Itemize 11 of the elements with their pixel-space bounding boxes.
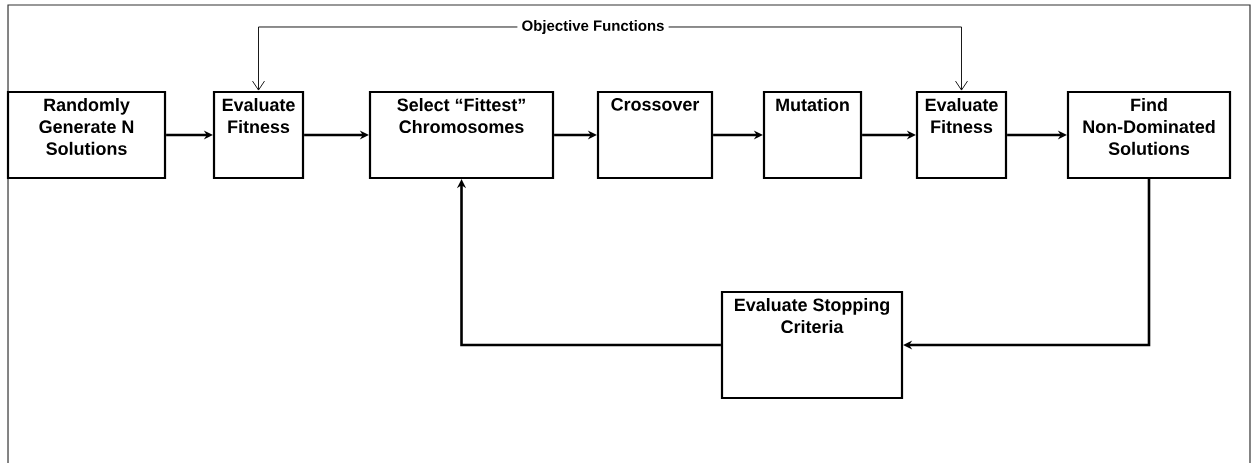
process-box: Evaluate Fitness xyxy=(915,90,1008,180)
process-box: Evaluate Fitness xyxy=(212,90,305,180)
process-box: Find Non-Dominated Solutions xyxy=(1066,90,1232,180)
process-box: Randomly Generate N Solutions xyxy=(6,90,167,180)
process-box: Evaluate Stopping Criteria xyxy=(720,290,904,400)
arrow xyxy=(252,26,518,91)
input-label: Objective Functions xyxy=(522,20,664,34)
process-box: Mutation xyxy=(762,90,863,180)
process-box: Crossover xyxy=(596,90,714,180)
arrow xyxy=(668,26,968,91)
process-box: Select “Fittest” Chromosomes xyxy=(368,90,555,180)
